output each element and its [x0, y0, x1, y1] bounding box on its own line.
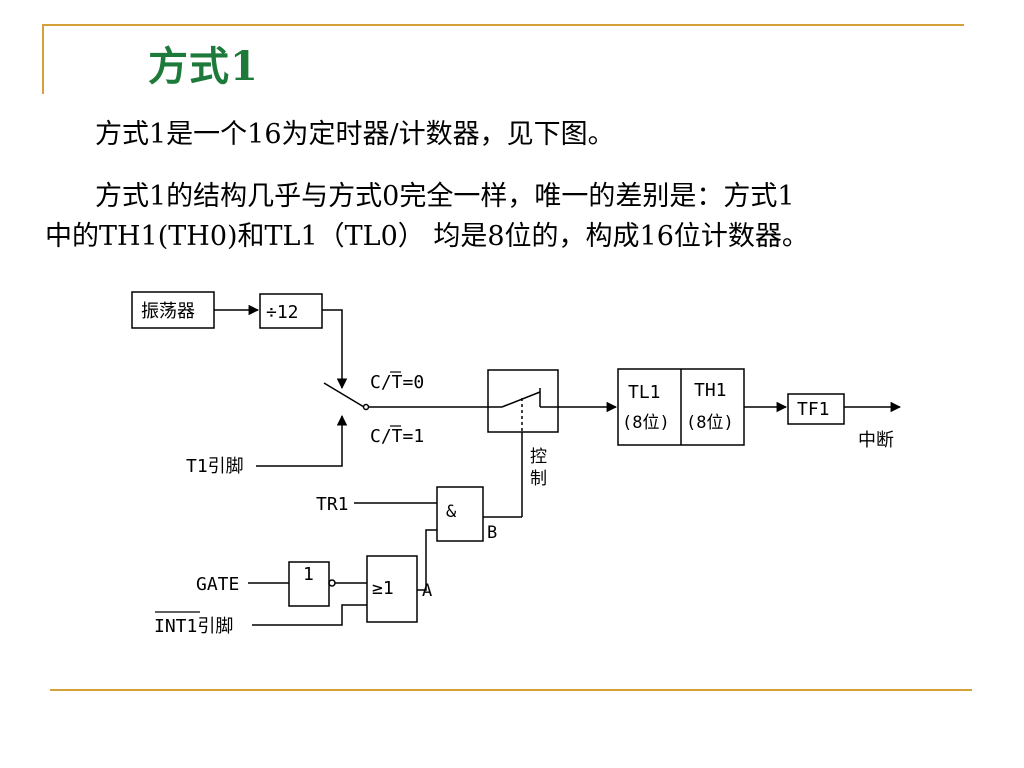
- paragraph-1: 方式1是一个16为定时器/计数器，见下图。: [95, 119, 615, 150]
- ct0-label: C/T=0: [370, 372, 424, 393]
- paragraph-2-line-2: 中的TH1(TH0)和TL1（TL0） 均是8位的，构成16位计数器。: [45, 221, 809, 252]
- tl1-bits-label: (8位): [622, 413, 670, 433]
- tf1-label: TF1: [797, 399, 830, 420]
- gate-label: GATE: [196, 574, 239, 595]
- left-rule: [42, 24, 44, 94]
- or-gate-label: ≥1: [372, 578, 394, 599]
- control-switch-box: [487, 369, 559, 433]
- ct1-label: C/T=1: [370, 426, 424, 447]
- top-rule: [42, 24, 964, 26]
- bottom-rule: [50, 689, 972, 691]
- tf1-box: [787, 393, 845, 425]
- int1-pin-label: INT1引脚: [154, 616, 233, 637]
- node-b-label: B: [487, 523, 497, 543]
- control-label-1: 控: [530, 447, 547, 467]
- mode-switch: [323, 382, 365, 408]
- divider-box: [259, 293, 323, 329]
- slide-title: 方式1: [148, 43, 259, 90]
- not-gate-label: 1: [303, 564, 314, 585]
- and-gate: [436, 486, 484, 542]
- tr1-label: TR1: [316, 494, 349, 515]
- t1-pin-label: T1引脚: [186, 456, 244, 477]
- timer-mode1-diagram: 振荡器 ÷12 C/T=0 C/T=1 T1引脚 控 制 TL1 (8位) TH…: [131, 291, 902, 637]
- and-gate-label: &: [446, 502, 457, 522]
- tl1-label: TL1: [628, 382, 661, 403]
- paragraph-2-line-1: 方式1的结构几乎与方式0完全一样，唯一的差别是：方式1: [95, 181, 795, 212]
- or-gate: [366, 555, 418, 623]
- oscillator-label: 振荡器: [141, 301, 195, 322]
- divider-label: ÷12: [266, 302, 299, 323]
- th1-bits-label: (8位): [686, 413, 734, 433]
- th1-label: TH1: [694, 380, 727, 401]
- control-label-2: 制: [530, 469, 547, 489]
- node-a-label: A: [422, 581, 432, 601]
- interrupt-label: 中断: [858, 430, 894, 451]
